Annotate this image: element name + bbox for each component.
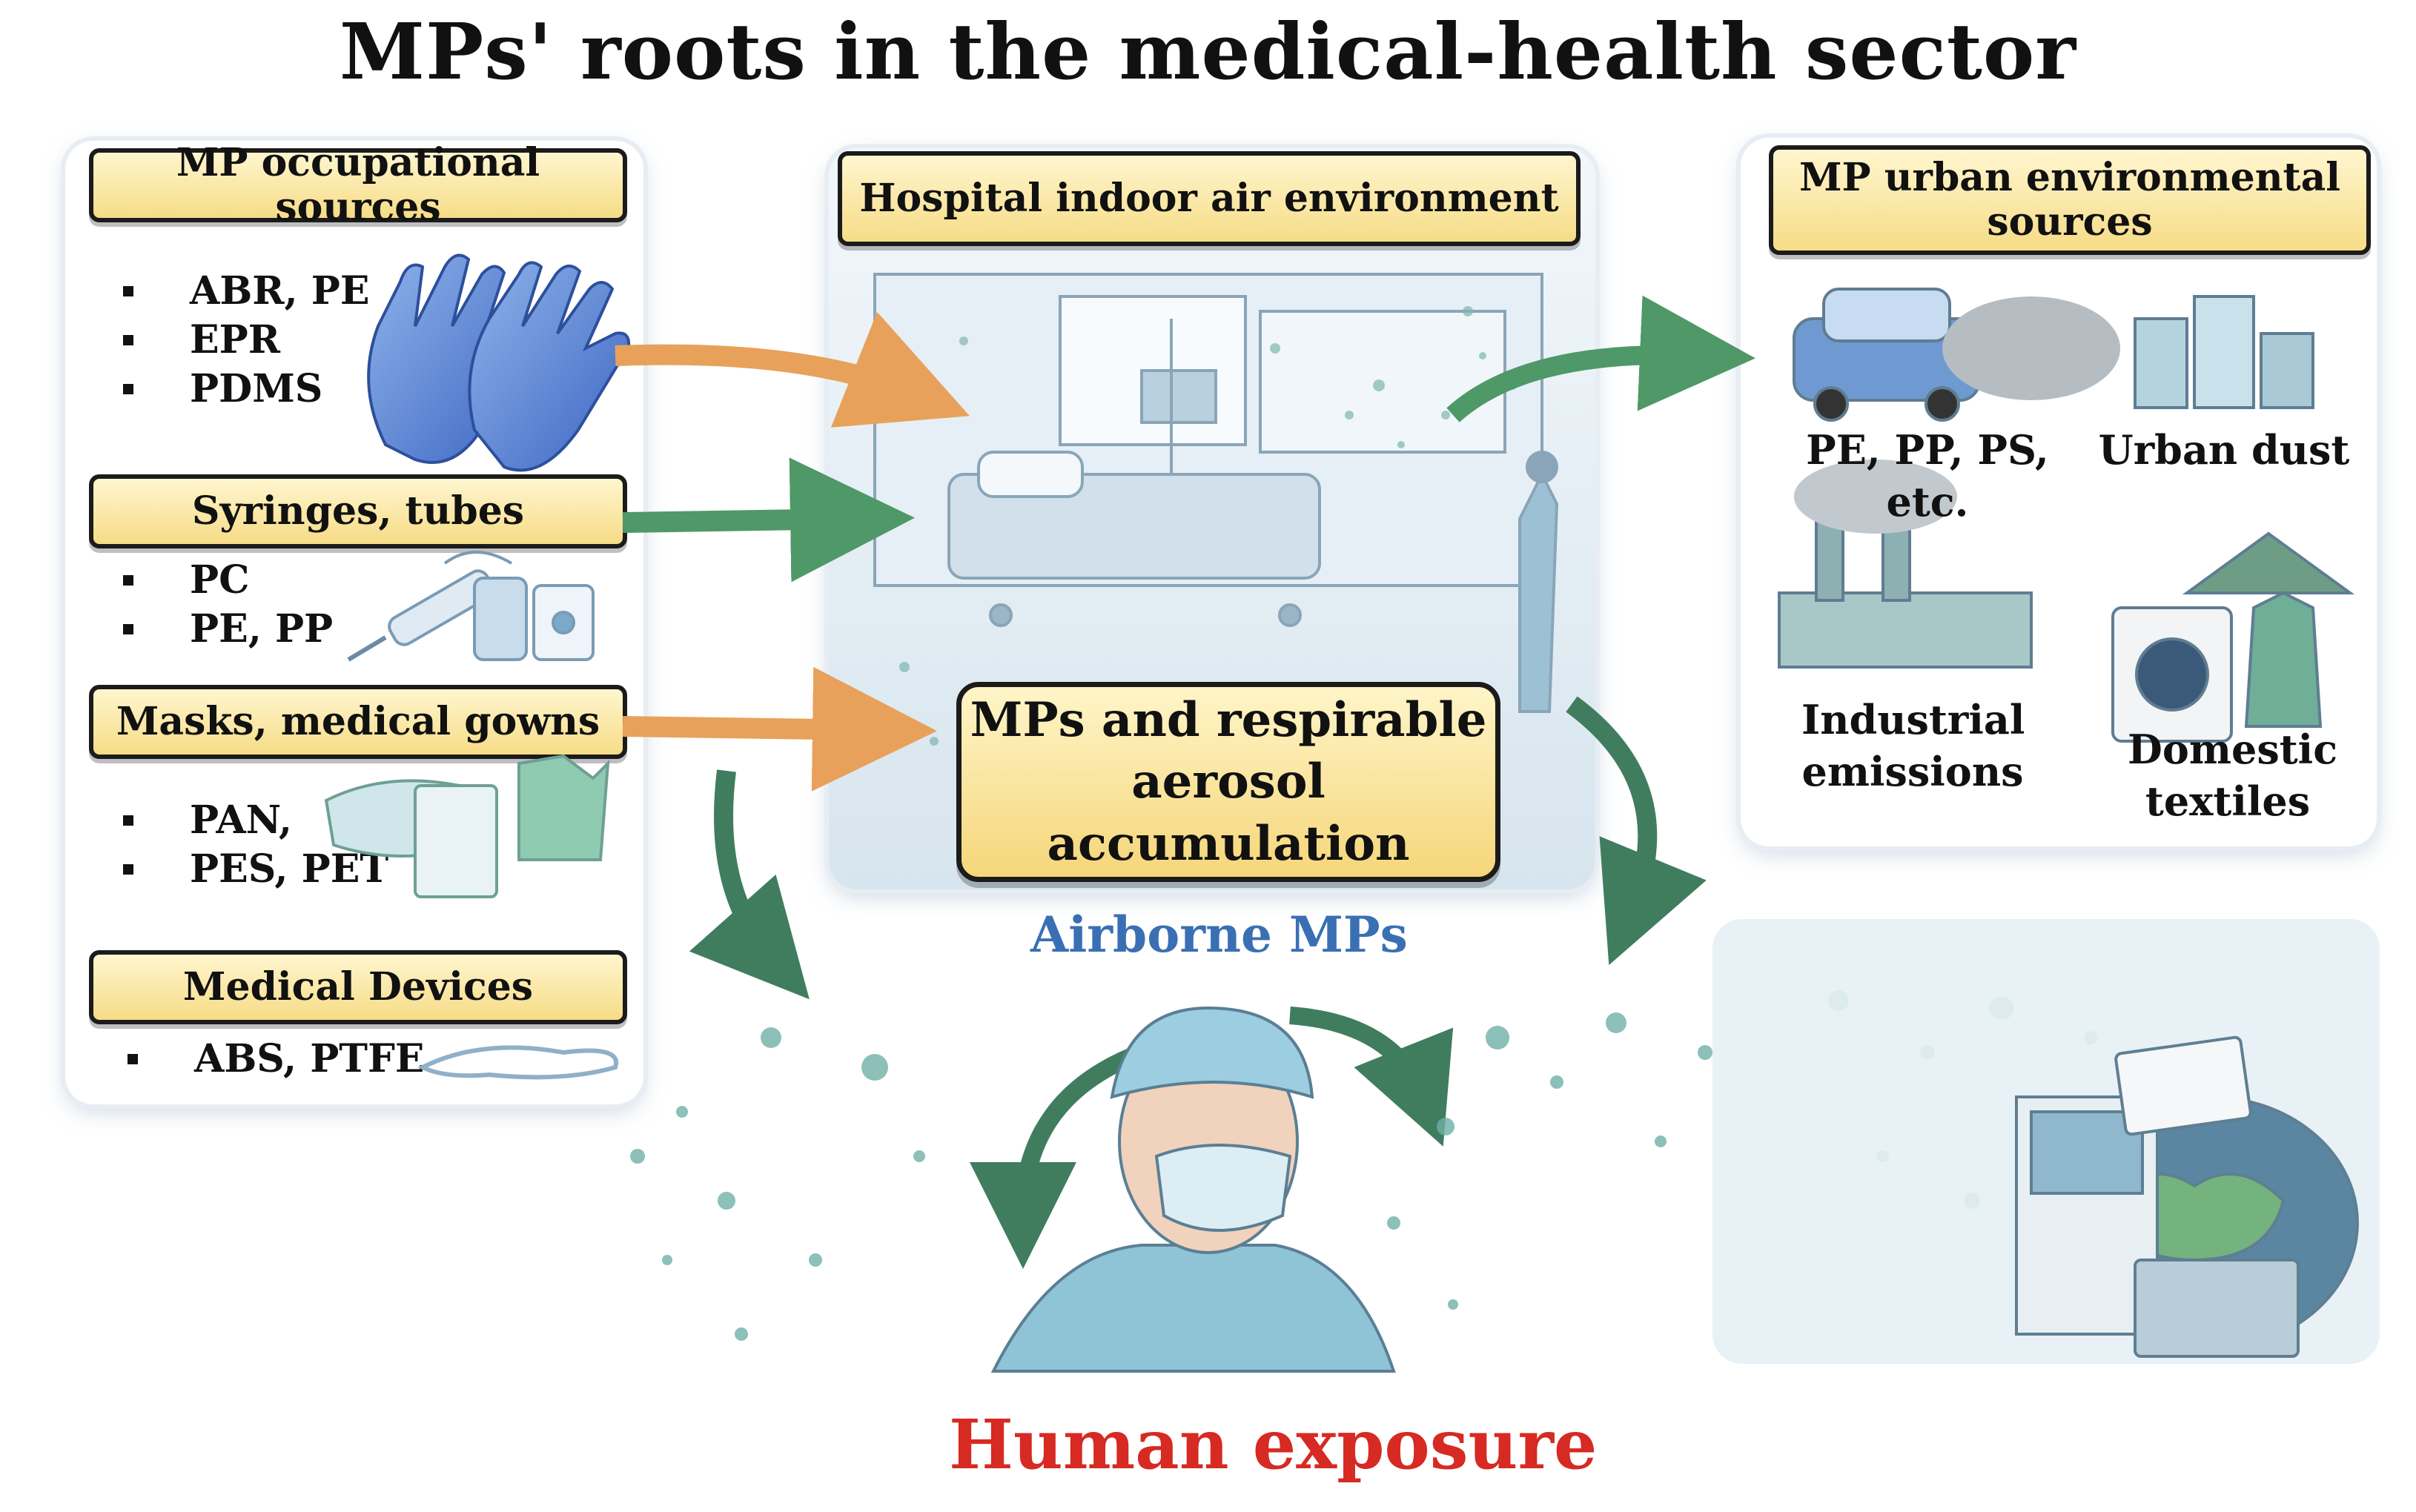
medical-devices-label: Medical Devices [89,950,627,1024]
arrow-syringes-to-hospital [622,457,915,583]
list-item: EPR [119,316,369,365]
accumulation-box: MPs and respirable aerosol accumulation [956,682,1500,882]
hospital-air-label: Hospital indoor air environment [838,151,1581,246]
airborne-mps-label: Airborne MPs [1030,906,1408,964]
arrow-loop-left [970,1044,1145,1269]
urban-item-textiles: Domestic textiles [2128,726,2338,826]
list-item: ABS, PTFE [123,1035,425,1084]
syringes-tubes-label: Syringes, tubes [89,474,627,548]
list-item: PAN, [119,796,388,845]
device-materials-list: ABS, PTFE [123,1035,425,1084]
urban-item-plastics: PE, PP, PS, etc. [1806,426,2049,526]
mask-materials-list: PAN, PES, PET [119,796,388,894]
arrow-loop-right [1289,1007,1454,1147]
masks-gowns-label: Masks, medical gowns [89,685,627,759]
list-item: PES, PET [119,845,388,894]
occupational-sources-label: MP occupational sources [89,141,627,229]
list-item: PC [119,556,333,605]
urban-item-dust: Urban dust [2098,426,2350,474]
urban-item-industrial: Industrial emissions [1801,696,2025,796]
list-item: ABR, PE [119,267,369,316]
human-exposure-label: Human exposure [949,1405,1598,1485]
occupational-materials-list: ABR, PE EPR PDMS [119,267,369,414]
diagram-title: MPs' roots in the medical-health sector [339,6,2077,97]
syringe-materials-list: PC PE, PP [119,556,333,654]
arrow-left-down [689,769,810,1000]
list-item: PDMS [119,365,369,414]
list-item: PE, PP [119,605,333,654]
urban-sources-label: MP urban environmental sources [1769,145,2371,255]
